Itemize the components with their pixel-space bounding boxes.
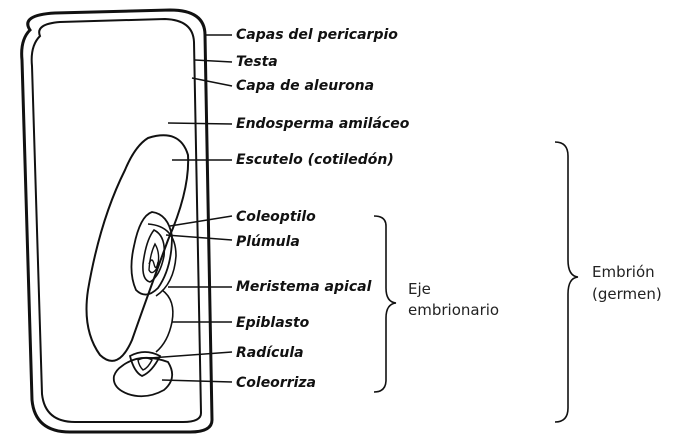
label-scutellum: Escutelo (cotiledón): [236, 152, 394, 168]
label-pericarp: Capas del pericarpio: [236, 27, 398, 43]
seed-outer-outline: [22, 10, 212, 432]
leader-radicle: [150, 352, 232, 358]
label-coleorhiza: Coleorriza: [236, 375, 316, 391]
group-label-axis-line2: embrionario: [408, 300, 499, 321]
radicle-inner: [138, 358, 152, 370]
group-label-axis-line1: Eje: [408, 279, 431, 300]
scutellum-outline: [87, 135, 189, 361]
leader-coleoptile: [170, 216, 232, 226]
label-epiblast: Epiblasto: [236, 315, 309, 331]
leader-plumule: [166, 235, 232, 240]
leader-endosperm: [168, 123, 232, 124]
label-endosperm: Endosperma amiláceo: [236, 116, 409, 132]
label-apical-meristem: Meristema apical: [236, 279, 371, 295]
embryo-brace: [555, 142, 578, 422]
leader-coleorhiza: [162, 380, 232, 382]
label-plumule: Plúmula: [236, 234, 300, 250]
plumule-wavy-core: [149, 260, 158, 268]
group-label-embryo-line1: Embrión: [592, 262, 655, 283]
leader-testa: [195, 60, 232, 62]
label-testa: Testa: [236, 54, 278, 70]
epiblast-outline: [156, 290, 173, 352]
label-aleurone: Capa de aleurona: [236, 78, 374, 94]
leader-lines: [150, 35, 232, 382]
leader-aleurone: [192, 78, 232, 86]
plumule-outline: [143, 230, 164, 282]
label-radicle: Radícula: [236, 345, 304, 361]
coleorhiza-outline: [114, 358, 172, 396]
group-label-embryo-line2: (germen): [592, 284, 662, 305]
plumule-inner-leaf: [149, 244, 159, 273]
radicle-outline: [130, 352, 160, 376]
axis-brace: [374, 216, 396, 392]
label-coleoptile: Coleoptilo: [236, 209, 316, 225]
